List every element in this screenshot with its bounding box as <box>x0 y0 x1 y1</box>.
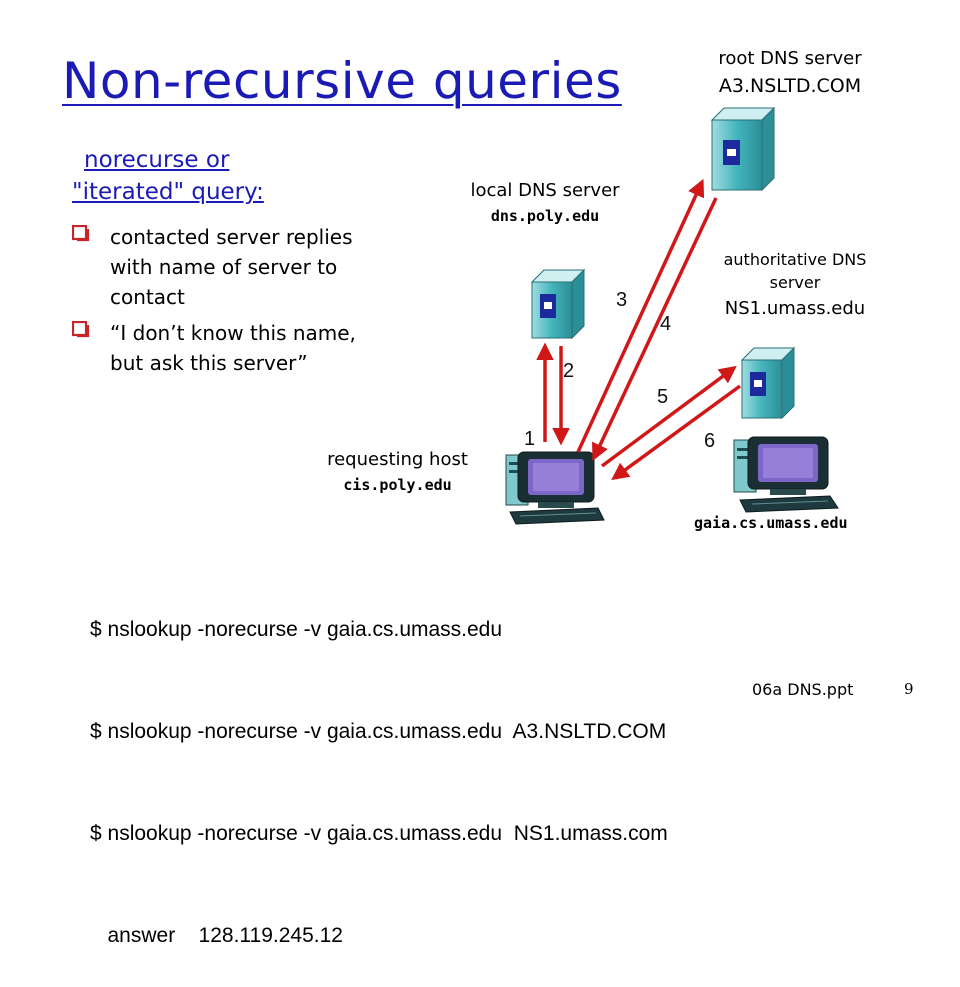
checkbox-bullet-icon <box>72 225 90 242</box>
local-server-name: dns.poly.edu <box>490 207 600 225</box>
arrow-3-host-to-root <box>576 178 705 453</box>
dns-query-diagram <box>505 106 839 525</box>
command-line-2: $ nslookup -norecurse -v gaia.cs.umass.e… <box>90 720 667 743</box>
auth-server-title-1: authoritative DNS <box>723 250 867 269</box>
slide-title: Non-recursive queries <box>62 52 622 110</box>
requesting-host-name: cis.poly.edu <box>343 476 452 494</box>
root-server-icon <box>710 106 776 192</box>
bullet-list: contacted server replies with name of se… <box>72 222 372 384</box>
page-number: 9 <box>904 680 914 698</box>
auth-server-icon <box>740 346 796 420</box>
arrow-5-host-to-auth <box>600 365 737 468</box>
local-server-icon <box>530 268 586 340</box>
query-type-line-1: norecurse or <box>84 147 230 173</box>
auth-server-label: authoritative DNS server NS1.umass.edu <box>690 250 900 319</box>
bullet-item: contacted server replies with name of se… <box>72 222 372 312</box>
local-server-label: local DNS server dns.poly.edu <box>430 180 660 225</box>
command-line-1: $ nslookup -norecurse -v gaia.cs.umass.e… <box>90 618 503 641</box>
root-server-title: root DNS server <box>718 48 862 69</box>
bullet-item: “I don’t know this name, but ask this se… <box>72 318 372 378</box>
step-number-3: 3 <box>616 289 628 311</box>
query-type-heading: norecurse or "iterated" query: <box>72 144 264 208</box>
requesting-host-computer-icon <box>505 451 605 525</box>
target-host-computer-icon <box>733 436 839 513</box>
target-host-name: gaia.cs.umass.edu <box>694 514 848 532</box>
query-type-line-2: "iterated" query: <box>72 179 264 205</box>
step-number-6: 6 <box>704 430 716 452</box>
auth-server-name: NS1.umass.edu <box>724 298 866 319</box>
root-server-label: root DNS server A3.NSLTD.COM <box>690 48 890 97</box>
root-server-name: A3.NSLTD.COM <box>718 75 862 97</box>
answer-line: answer 128.119.245.12 <box>90 924 343 947</box>
bullet-text: contacted server replies with name of se… <box>110 225 353 309</box>
arrow-4-root-to-host <box>592 197 718 462</box>
arrow-6-auth-to-host <box>611 384 742 481</box>
local-server-title: local DNS server <box>470 180 620 201</box>
footer-source: 06a DNS.ppt <box>752 680 854 699</box>
auth-server-title-2: server <box>769 273 821 292</box>
checkbox-bullet-icon <box>72 321 90 338</box>
requesting-host-title: requesting host <box>327 449 468 470</box>
step-number-1: 1 <box>524 428 536 450</box>
step-number-2: 2 <box>563 360 575 382</box>
command-line-3: $ nslookup -norecurse -v gaia.cs.umass.e… <box>90 822 668 845</box>
step-number-5: 5 <box>657 386 669 408</box>
step-number-4: 4 <box>660 313 672 335</box>
requesting-host-label: requesting host cis.poly.edu <box>300 449 495 494</box>
bullet-text: “I don’t know this name, but ask this se… <box>110 321 356 375</box>
nslookup-commands: $ nslookup -norecurse -v gaia.cs.umass.e… <box>90 545 668 987</box>
